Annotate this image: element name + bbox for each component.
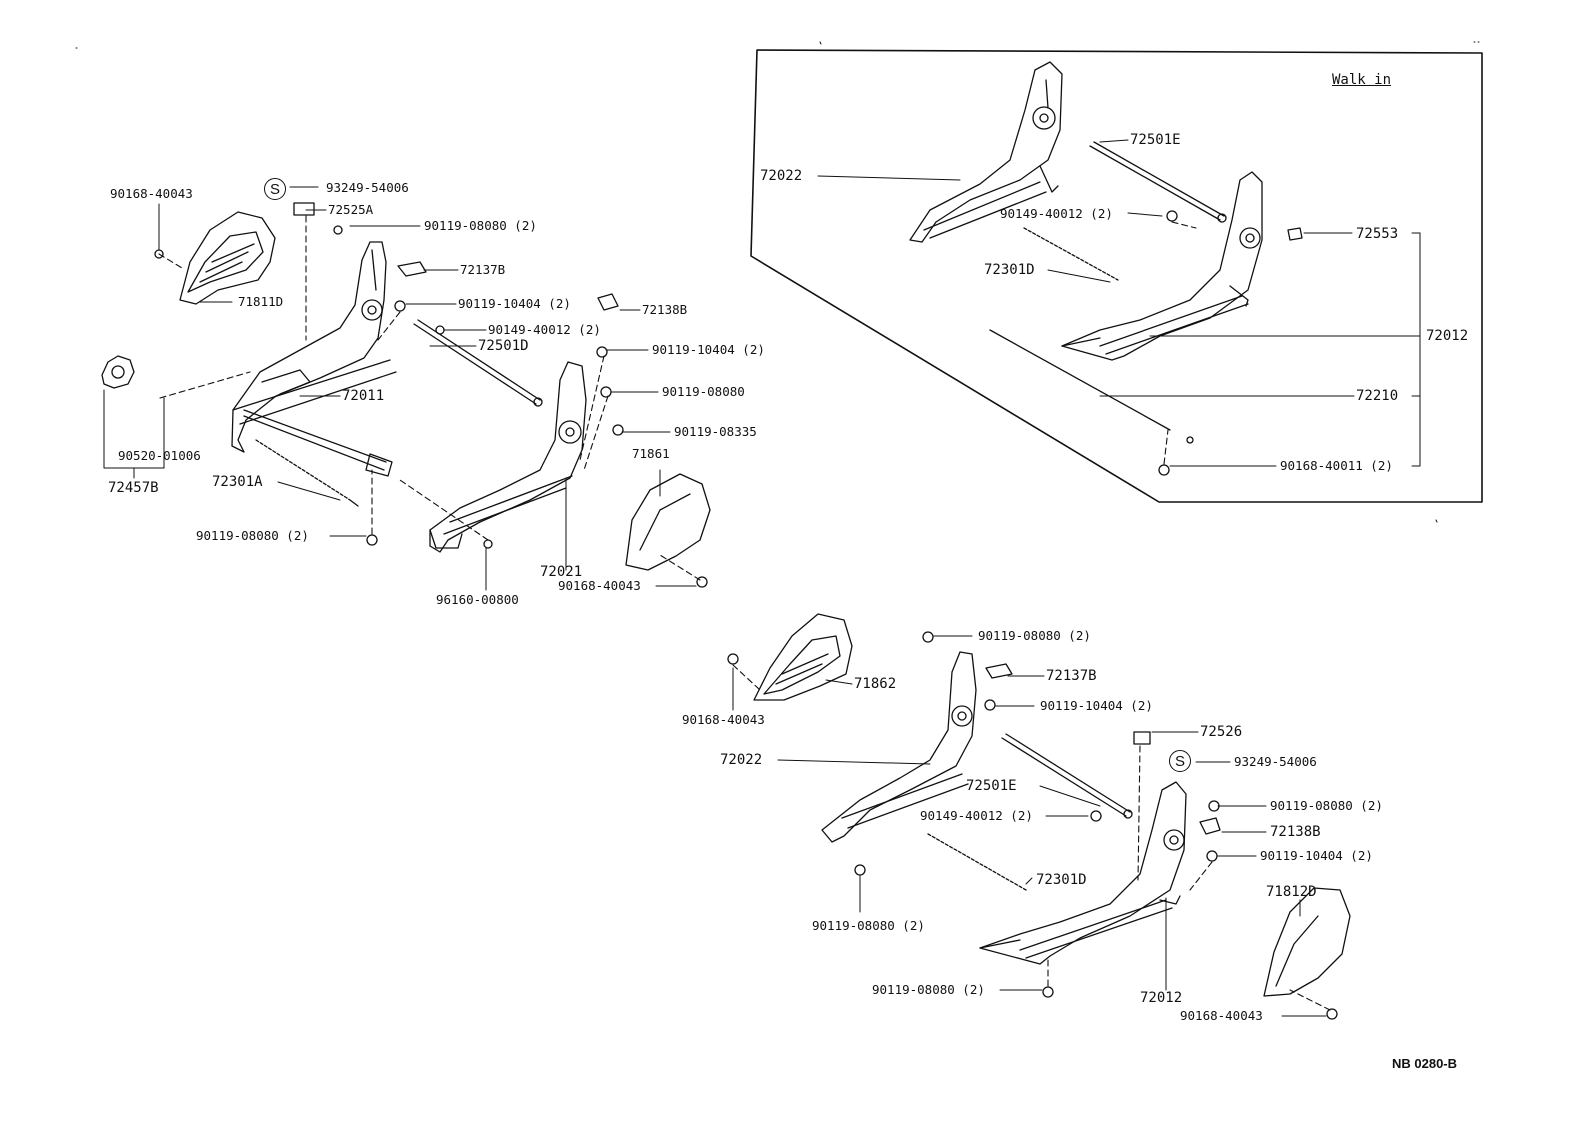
right-seat-cover-inner — [753, 613, 853, 701]
walkin-adjuster-inner — [909, 61, 1063, 243]
right-adjuster-outer — [979, 781, 1187, 965]
label-left-bolt-cover-outer: 90168-40043 — [558, 578, 641, 593]
label-right-bolt-10404-b: 90119-10404 (2) — [1260, 848, 1373, 863]
label-left-bolt-10404-b: 90119-10404 (2) — [652, 342, 765, 357]
label-left-bolt-10404-a: 90119-10404 (2) — [458, 296, 571, 311]
right-adjuster-inner — [821, 651, 977, 843]
label-left-bracket-b2: 72138B — [642, 302, 688, 317]
label-right-bolt-top: 90119-08080 (2) — [978, 628, 1091, 643]
left-adjuster-outer — [429, 361, 587, 553]
label-walkin-cable: 72210 — [1356, 388, 1399, 404]
label-right-clip: 72526 — [1200, 724, 1243, 740]
walk-in-inset-frame — [750, 49, 1483, 503]
label-left-washer: 90149-40012 (2) — [488, 322, 601, 337]
left-spring-72301A — [255, 439, 359, 507]
label-left-adjuster: 72011 — [342, 388, 385, 404]
label-right-bolt-08080-b: 90119-08080 (2) — [1270, 798, 1383, 813]
label-left-spring: 72301A — [212, 474, 263, 490]
label-walkin-washer: 90149-40012 (2) — [1000, 206, 1113, 221]
label-left-clip-01006: 90520-01006 — [118, 448, 201, 463]
label-right-bolt-cover: 90168-40043 — [682, 712, 765, 727]
label-left-rod: 72501D — [478, 338, 529, 354]
service-mark-left: S — [264, 178, 286, 200]
walkin-adjuster-outer — [1061, 171, 1263, 361]
left-cover-outer — [625, 473, 711, 571]
label-right-bolt-front: 90119-08080 (2) — [812, 918, 925, 933]
label-right-bracket-b: 72137B — [1046, 668, 1097, 684]
walkin-small-parts — [1158, 210, 1303, 476]
walkin-rod-72501E — [1089, 141, 1227, 223]
leader-lines — [103, 139, 1421, 1017]
label-left-cover-outer: 71861 — [632, 446, 670, 461]
right-rod-72501E — [1001, 733, 1133, 819]
left-small-parts — [154, 202, 708, 588]
right-cover-outer — [1263, 887, 1351, 997]
walkin-spring-72301D — [1023, 227, 1119, 281]
label-left-adjuster-outer: 72021 — [540, 564, 583, 580]
left-knob — [101, 355, 135, 389]
label-left-bolt-bottom: 90119-08080 (2) — [196, 528, 309, 543]
label-left-cover-inner: 71811D — [238, 294, 284, 309]
walk-in-title: Walk in — [1332, 72, 1392, 88]
label-right-adjuster: 72022 — [720, 752, 763, 768]
label-left-bolt-08335: 90119-08335 — [674, 424, 757, 439]
label-right-washer: 90149-40012 (2) — [920, 808, 1033, 823]
label-left-bolt-top: 90119-08080 (2) — [424, 218, 537, 233]
left-dashed-guides — [158, 215, 701, 581]
label-left-clip-a: 72525A — [328, 202, 374, 217]
label-right-bolt-10404-a: 90119-10404 (2) — [1040, 698, 1153, 713]
label-right-bracket-b2: 72138B — [1270, 824, 1321, 840]
label-walkin-spring: 72301D — [984, 262, 1035, 278]
service-mark-right: S — [1169, 750, 1191, 772]
label-left-service-part: 93249-54006 — [326, 180, 409, 195]
walkin-dashed-guides — [1163, 221, 1197, 465]
left-seat-cover-inner — [179, 211, 276, 305]
scan-specks — [75, 41, 1480, 523]
walkin-cable-72210 — [989, 329, 1194, 444]
label-right-adjuster-outer: 72012 — [1140, 990, 1183, 1006]
label-walkin-adjuster: 72022 — [760, 168, 803, 184]
right-dashed-guides — [732, 664, 1331, 1011]
label-right-rod: 72501E — [966, 778, 1017, 794]
label-right-bolt-bottom: 90119-08080 (2) — [872, 982, 985, 997]
label-left-bolt-side-cover: 90168-40043 — [110, 186, 193, 201]
label-walkin-rod: 72501E — [1130, 132, 1181, 148]
label-walkin-bolt: 90168-40011 (2) — [1280, 458, 1393, 473]
document-number: NB 0280-B — [1392, 1056, 1458, 1071]
label-right-cover-outer: 71812D — [1266, 884, 1317, 900]
label-right-cover-inner: 71862 — [854, 676, 897, 692]
label-left-bolt-08080: 90119-08080 — [662, 384, 745, 399]
label-left-bracket-b: 72137B — [460, 262, 506, 277]
right-small-parts — [727, 631, 1338, 1020]
label-left-pin: 96160-00800 — [436, 592, 519, 607]
label-right-service-part: 93249-54006 — [1234, 754, 1317, 769]
label-right-spring: 72301D — [1036, 872, 1087, 888]
left-adjuster-inner — [231, 241, 397, 453]
label-left-knob: 72457B — [108, 480, 159, 496]
left-crossbar — [243, 409, 393, 477]
label-right-bolt-cover-outer: 90168-40043 — [1180, 1008, 1263, 1023]
label-walkin-adjuster-outer: 72012 — [1426, 328, 1469, 344]
right-spring-72301D — [927, 833, 1027, 891]
label-walkin-clip: 72553 — [1356, 226, 1399, 242]
